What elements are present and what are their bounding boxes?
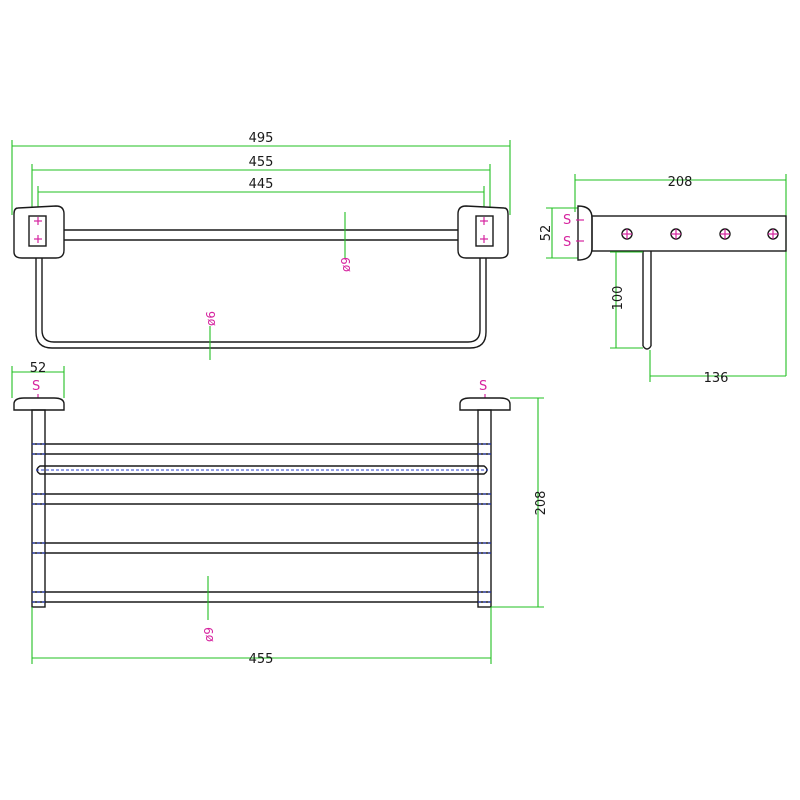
top-bar-2 — [32, 493, 491, 505]
side-screw-label-top: S — [563, 213, 571, 228]
side-view: 208 52 S S — [539, 174, 787, 386]
top-dim-centers-label: 455 — [249, 652, 274, 667]
top-bar-4 — [32, 591, 491, 603]
top-dim-centers: 455 — [31, 607, 492, 667]
front-dim-centers-label: 455 — [249, 155, 274, 170]
front-left-bracket — [13, 205, 65, 259]
front-dim-centers: 455 — [31, 155, 491, 225]
front-right-screw-icon — [480, 217, 488, 243]
top-screw-label-right: S — [479, 379, 487, 394]
front-left-screw-icon — [34, 217, 42, 243]
side-dim-rail-drop-label: 100 — [611, 286, 626, 311]
front-bar-diameter: ø9 — [339, 212, 353, 272]
top-dim-plate-label: 52 — [30, 361, 47, 376]
side-dim-rail-offset-label: 136 — [704, 371, 729, 386]
top-view: 52 S S — [11, 361, 549, 667]
top-left-plate — [13, 397, 65, 411]
front-lower-rail-inner — [41, 250, 481, 343]
top-right-plate — [459, 397, 511, 411]
side-dim-rail-drop: 100 — [610, 251, 643, 349]
top-right-arm — [477, 409, 492, 608]
side-dim-depth: 208 — [574, 174, 787, 376]
front-lower-rail — [35, 250, 487, 349]
front-main-bar — [60, 229, 462, 241]
side-dim-depth-label: 208 — [668, 175, 693, 190]
front-dim-inner-label: 445 — [249, 177, 274, 192]
front-dim-overall-label: 495 — [249, 131, 274, 146]
side-arm — [591, 215, 787, 252]
front-rail-diameter: ø6 — [204, 311, 218, 360]
top-bar-diameter: ø9 — [202, 576, 216, 642]
top-bar-diameter-label: ø9 — [202, 627, 216, 642]
front-rail-diameter-label: ø6 — [204, 311, 218, 326]
top-dim-plate: 52 — [11, 361, 65, 398]
front-right-bracket — [457, 205, 509, 259]
side-bar-end-1-icon — [621, 228, 633, 240]
front-view: 495 455 445 — [11, 131, 511, 360]
side-screw-label-bottom: S — [563, 235, 571, 250]
top-left-arm — [31, 409, 46, 608]
side-dim-plate: 52 — [539, 207, 580, 259]
front-dim-overall: 495 — [11, 131, 511, 215]
side-mount-plate — [577, 205, 593, 261]
side-drop-rail — [642, 251, 652, 350]
side-bar-end-4-icon — [767, 228, 779, 240]
front-bar-diameter-label: ø9 — [339, 257, 353, 272]
top-screw-label-left: S — [32, 379, 40, 394]
top-dim-depth: 208 — [491, 397, 549, 608]
front-dim-inner: 445 — [37, 177, 485, 225]
top-bar-1 — [32, 443, 491, 455]
side-dim-plate-label: 52 — [539, 225, 554, 242]
side-dim-rail-offset: 136 — [649, 350, 786, 386]
top-dim-depth-label: 208 — [534, 491, 549, 516]
top-bar-3 — [32, 542, 491, 554]
top-rail-front — [36, 465, 488, 475]
side-bar-end-2-icon — [670, 228, 682, 240]
side-bar-end-3-icon — [719, 228, 731, 240]
